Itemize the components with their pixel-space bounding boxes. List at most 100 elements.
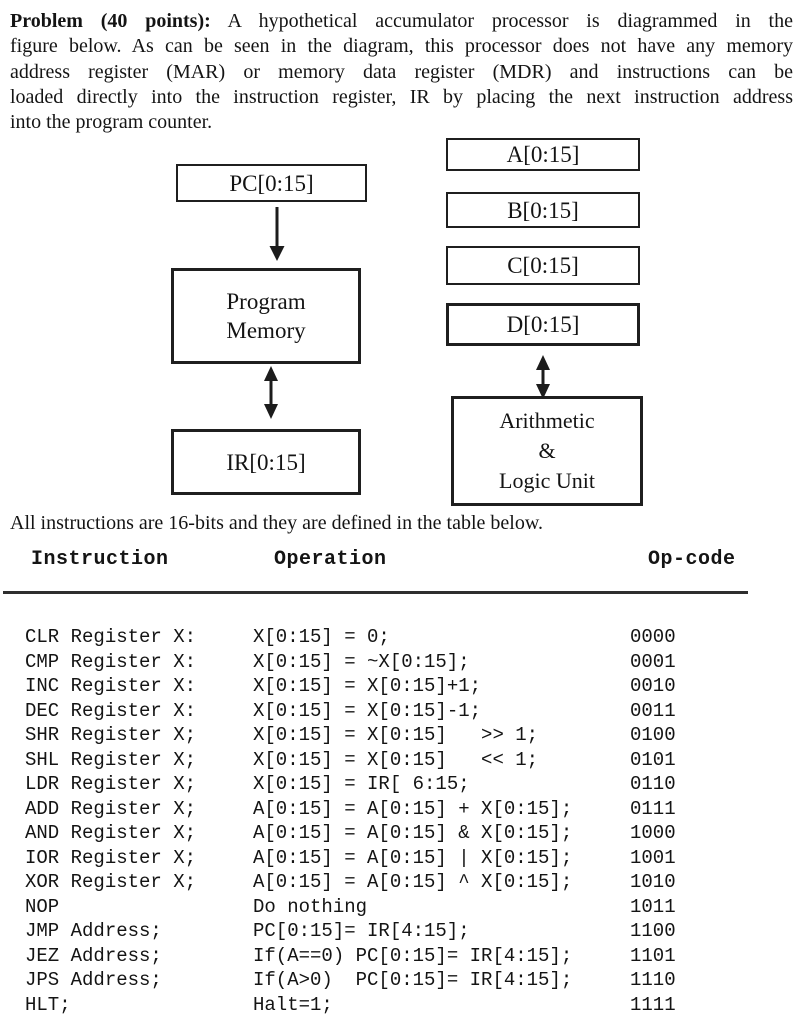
opcode-cell: 1010	[630, 871, 676, 894]
problem-statement: Problem (40 points): A hypothetical accu…	[10, 9, 793, 135]
opcode-cell: 1001	[630, 846, 676, 869]
paragraph-line: figure below. As can be seen in the diag…	[10, 35, 793, 58]
table-row: JEZ Address; If(A==0) PC[0:15]= IR[4:15];…	[0, 945, 802, 970]
table-row: CMP Register X: X[0:15] = ~X[0:15]; 0001	[0, 651, 802, 676]
operation-cell: If(A==0) PC[0:15]= IR[4:15];	[253, 944, 573, 967]
register-b-label: B[0:15]	[507, 197, 579, 223]
table-body: CLR Register X: X[0:15] = 0; 0000 CMP Regi…	[0, 626, 802, 1018]
instruction-cell: JPS Address;	[25, 969, 162, 992]
column-header-opcode: Op-code	[648, 548, 736, 571]
operation-cell: X[0:15] = IR[ 6:15;	[253, 773, 470, 796]
column-header-instruction: Instruction	[31, 548, 169, 571]
program-memory-box: Program Memory	[171, 268, 361, 364]
alu-label-line3: Logic Unit	[499, 468, 595, 493]
table-row: HLT; Halt=1; 1111	[0, 994, 802, 1019]
problem-label: Problem (40 points):	[10, 10, 211, 32]
table-header-rule	[3, 591, 748, 594]
opcode-cell: 0000	[630, 626, 676, 648]
program-memory-label-line2: Memory	[226, 318, 306, 343]
opcode-cell: 0111	[630, 797, 676, 820]
opcode-cell: 0011	[630, 699, 676, 722]
register-a-box: A[0:15]	[446, 138, 640, 171]
table-row: DEC Register X: X[0:15] = X[0:15]-1; 0011	[0, 700, 802, 725]
program-memory-label-line1: Program	[226, 289, 306, 314]
register-c-box: C[0:15]	[446, 246, 640, 285]
instruction-cell: JEZ Address;	[25, 944, 162, 967]
table-header-row: Instruction Operation Op-code	[0, 548, 802, 572]
operation-cell: X[0:15] = X[0:15] >> 1;	[253, 724, 539, 747]
register-d-label: D[0:15]	[506, 312, 580, 337]
instruction-cell: INC Register X:	[25, 675, 197, 698]
paragraph-line: loaded directly into the instruction reg…	[10, 85, 793, 108]
instruction-cell: SHL Register X;	[25, 748, 197, 771]
alu-label-line2: &	[538, 438, 556, 463]
instruction-cell: LDR Register X;	[25, 773, 197, 796]
table-row: LDR Register X; X[0:15] = IR[ 6:15; 0110	[0, 773, 802, 798]
arrow-down-icon	[269, 207, 285, 261]
instruction-cell: IOR Register X;	[25, 846, 197, 869]
operation-cell: X[0:15] = X[0:15]-1;	[253, 699, 482, 722]
pc-register-label: PC[0:15]	[229, 170, 314, 196]
instructions-note: All instructions are 16-bits and they ar…	[10, 512, 543, 534]
table-row: SHR Register X; X[0:15] = X[0:15] >> 1; 01…	[0, 724, 802, 749]
register-c-label: C[0:15]	[507, 253, 579, 278]
instruction-cell: JMP Address;	[25, 920, 162, 943]
paragraph-line: Problem (40 points): A hypothetical accu…	[10, 9, 793, 34]
ir-register-box: IR[0:15]	[171, 429, 361, 495]
paragraph-line-text: A hypothetical accumulator processor is …	[210, 10, 793, 32]
operation-cell: X[0:15] = ~X[0:15];	[253, 650, 470, 673]
register-a-label: A[0:15]	[506, 142, 580, 167]
table-row: SHL Register X; X[0:15] = X[0:15] << 1; 01…	[0, 749, 802, 774]
register-d-box: D[0:15]	[446, 303, 640, 346]
table-row: NOP Do nothing 1011	[0, 896, 802, 921]
instruction-cell: NOP	[25, 895, 60, 918]
table-row: IOR Register X; A[0:15] = A[0:15] | X[0:1…	[0, 847, 802, 872]
paragraph-line: into the program counter.	[10, 111, 213, 134]
register-b-box: B[0:15]	[446, 192, 640, 228]
column-header-operation: Operation	[274, 548, 387, 571]
operation-cell: A[0:15] = A[0:15] | X[0:15];	[253, 846, 573, 869]
instruction-cell: AND Register X;	[25, 822, 197, 845]
pc-register-box: PC[0:15]	[176, 164, 367, 202]
table-row: ADD Register X; A[0:15] = A[0:15] + X[0:1…	[0, 798, 802, 823]
operation-cell: A[0:15] = A[0:15] ^ X[0:15];	[253, 871, 573, 894]
opcode-cell: 1100	[630, 920, 676, 943]
opcode-cell: 0101	[630, 748, 676, 771]
ir-register-label: IR[0:15]	[226, 449, 306, 475]
alu-label-line1: Arithmetic	[499, 408, 595, 433]
instruction-cell: CMP Register X:	[25, 650, 197, 673]
opcode-cell: 1111	[630, 993, 676, 1016]
table-row: JMP Address; PC[0:15]= IR[4:15]; 1100	[0, 920, 802, 945]
opcode-cell: 0001	[630, 650, 676, 673]
double-arrow-pm-ir-icon	[264, 366, 278, 419]
opcode-cell: 0010	[630, 675, 676, 698]
operation-cell: A[0:15] = A[0:15] + X[0:15];	[253, 797, 573, 820]
operation-cell: If(A>0) PC[0:15]= IR[4:15];	[253, 969, 573, 992]
opcode-cell: 1101	[630, 944, 676, 967]
opcode-cell: 1011	[630, 895, 676, 918]
table-row: XOR Register X; A[0:15] = A[0:15] ^ X[0:1…	[0, 871, 802, 896]
instruction-cell: DEC Register X:	[25, 699, 197, 722]
paragraph-line: address register (MAR) or memory data re…	[10, 60, 793, 83]
alu-box: Arithmetic & Logic Unit	[451, 396, 643, 506]
table-row: INC Register X: X[0:15] = X[0:15]+1; 0010	[0, 675, 802, 700]
operation-cell: A[0:15] = A[0:15] & X[0:15];	[253, 822, 573, 845]
operation-cell: PC[0:15]= IR[4:15];	[253, 920, 470, 943]
opcode-cell: 0110	[630, 773, 676, 796]
opcode-cell: 1110	[630, 969, 676, 992]
instruction-cell: SHR Register X;	[25, 724, 197, 747]
instruction-cell: HLT;	[25, 993, 71, 1016]
instruction-cell: CLR Register X:	[25, 626, 197, 648]
operation-cell: Do nothing	[253, 895, 368, 918]
operation-cell: X[0:15] = X[0:15]+1;	[253, 675, 482, 698]
instruction-cell: ADD Register X;	[25, 797, 197, 820]
operation-cell: X[0:15] = 0;	[253, 626, 390, 648]
operation-cell: Halt=1;	[253, 993, 333, 1016]
table-row: JPS Address; If(A>0) PC[0:15]= IR[4:15]; 1…	[0, 969, 802, 994]
opcode-cell: 1000	[630, 822, 676, 845]
operation-cell: X[0:15] = X[0:15] << 1;	[253, 748, 539, 771]
instruction-cell: XOR Register X;	[25, 871, 197, 894]
opcode-cell: 0100	[630, 724, 676, 747]
table-row: CLR Register X: X[0:15] = 0; 0000	[0, 626, 802, 651]
